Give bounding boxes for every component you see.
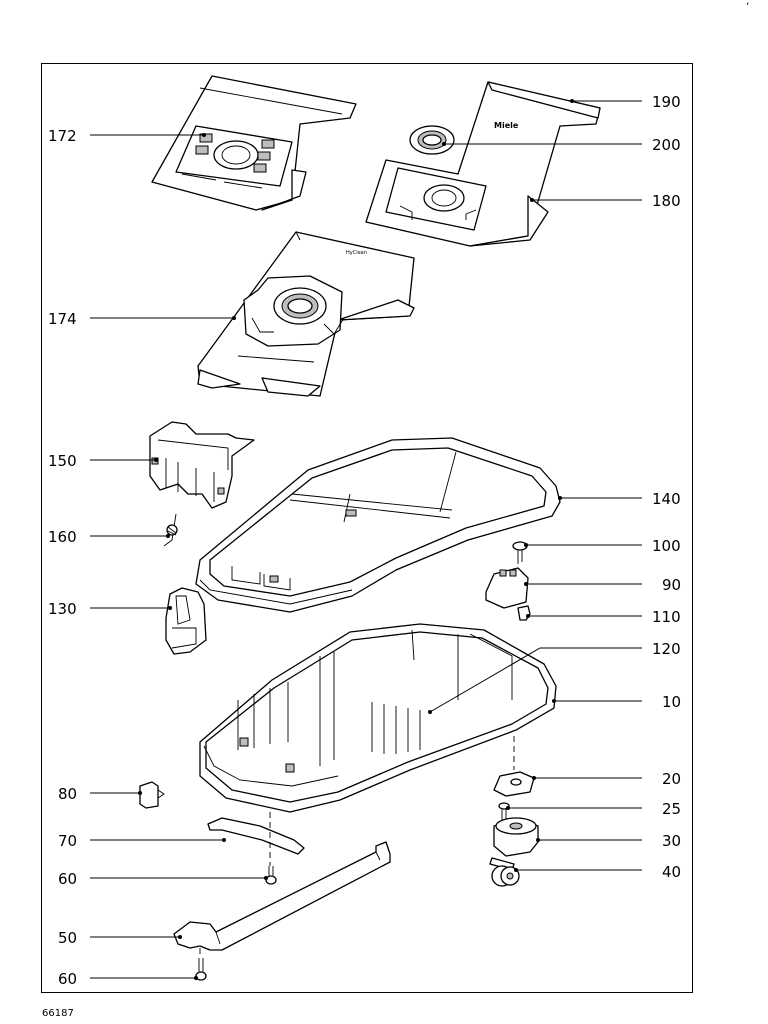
- dust-bag-180-drawing: Miele: [365, 81, 601, 247]
- label-80: 80: [58, 785, 77, 803]
- part-labels: 172 190 200 180 174 150 140 160 100 90 1…: [48, 93, 681, 988]
- bag-hyclean-print: HyClean: [346, 250, 367, 256]
- castor-30-drawing: [493, 817, 539, 857]
- clip-80-drawing: [139, 781, 165, 809]
- screw-60-lower-drawing: [195, 958, 207, 981]
- diagram-frame: [41, 63, 693, 993]
- lid-frame-140-drawing: [195, 437, 561, 613]
- label-174: 174: [48, 310, 77, 328]
- label-10: 10: [662, 693, 681, 711]
- label-120: 120: [652, 640, 681, 658]
- label-160: 160: [48, 528, 77, 546]
- label-180: 180: [652, 192, 681, 210]
- label-70: 70: [58, 832, 77, 850]
- label-172: 172: [48, 127, 77, 145]
- label-140: 140: [652, 490, 681, 508]
- label-150: 150: [48, 452, 77, 470]
- label-60: 60: [58, 870, 77, 888]
- bag-brand-print: Miele: [494, 121, 519, 130]
- label-60-lower: 60: [58, 970, 77, 988]
- chassis-bar-50-drawing: [173, 841, 391, 951]
- label-30: 30: [662, 832, 681, 850]
- label-190: 190: [652, 93, 681, 111]
- label-25: 25: [662, 800, 681, 818]
- label-40: 40: [662, 863, 681, 881]
- label-20: 20: [662, 770, 681, 788]
- screw-60-drawing: [265, 866, 277, 885]
- bag-collar-200-drawing: [409, 125, 455, 155]
- corner-mark: ,: [746, 0, 750, 7]
- housing-10-drawing: [199, 623, 557, 813]
- document-number: 66187: [42, 1008, 74, 1019]
- screw-100-drawing: [512, 541, 528, 564]
- label-110: 110: [652, 608, 681, 626]
- connector-90-drawing: [485, 567, 529, 609]
- dust-bag-172-drawing: [151, 75, 357, 211]
- label-100: 100: [652, 537, 681, 555]
- label-200: 200: [652, 136, 681, 154]
- latch-130-drawing: [165, 587, 207, 655]
- bracket-20-drawing: [493, 771, 535, 797]
- bag-holder-150-drawing: [149, 421, 255, 509]
- wheel-40-drawing: [489, 857, 520, 887]
- spring-160-drawing: [163, 513, 178, 547]
- leader-lines: [90, 99, 642, 980]
- label-130: 130: [48, 600, 77, 618]
- dust-bag-174-drawing: HyClean: [197, 231, 415, 397]
- label-50: 50: [58, 929, 77, 947]
- label-90: 90: [662, 576, 681, 594]
- bumper-strip-70-drawing: [207, 817, 305, 855]
